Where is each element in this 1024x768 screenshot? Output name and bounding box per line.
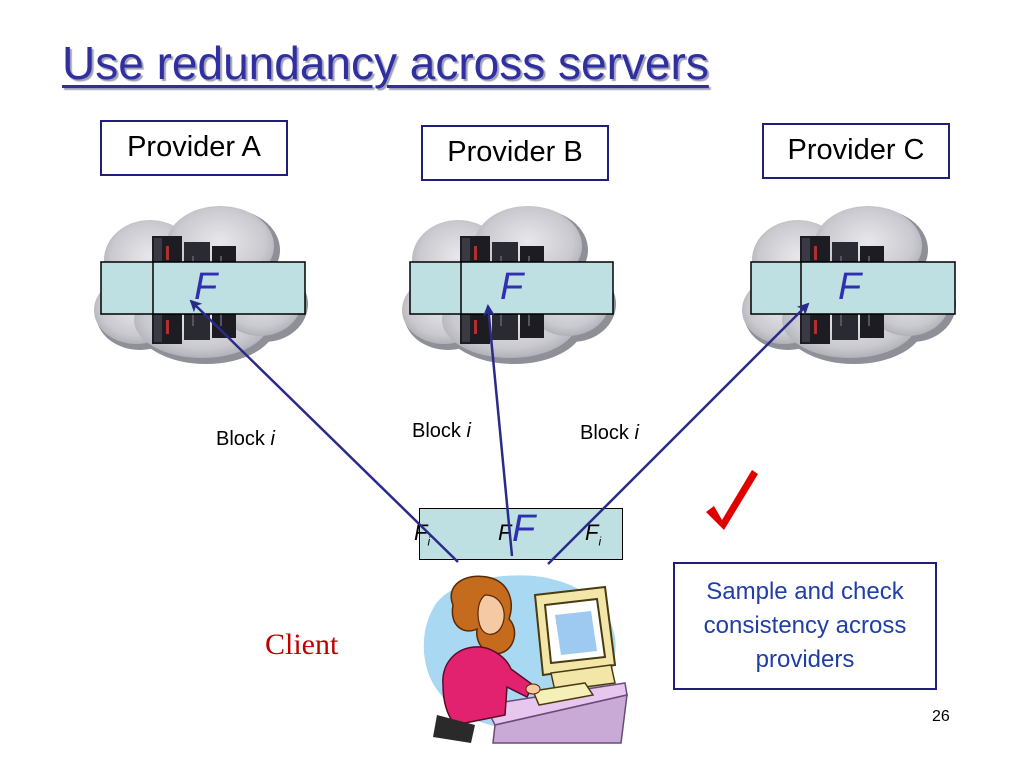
arrow-to-provider-c <box>547 302 810 565</box>
block-label-a: Block i <box>216 428 275 450</box>
page-number: 26 <box>932 708 950 725</box>
arrow-to-provider-b <box>482 304 514 557</box>
consistency-note: Sample and check consistency across prov… <box>673 562 937 690</box>
block-label-c: Block i <box>580 422 639 444</box>
provider-b-label: Provider B <box>421 125 609 181</box>
client-computer-icon <box>423 575 628 744</box>
checkmark-icon <box>706 470 758 530</box>
provider-a-label: Provider A <box>100 120 288 176</box>
provider-c-file: F <box>838 266 862 308</box>
provider-b-file: F <box>500 266 524 308</box>
client-file-bar <box>419 508 623 560</box>
client-block-left: Fi <box>414 520 431 549</box>
arrow-to-provider-a <box>189 299 459 563</box>
client-block-right: Fi <box>585 520 602 549</box>
slide-title: Use redundancy across servers <box>62 37 709 89</box>
provider-a-file: F <box>194 266 218 308</box>
client-file-overlay: F <box>512 508 536 550</box>
provider-c-label: Provider C <box>762 123 950 179</box>
block-label-b: Block i <box>412 420 471 442</box>
client-label: Client <box>265 628 339 661</box>
